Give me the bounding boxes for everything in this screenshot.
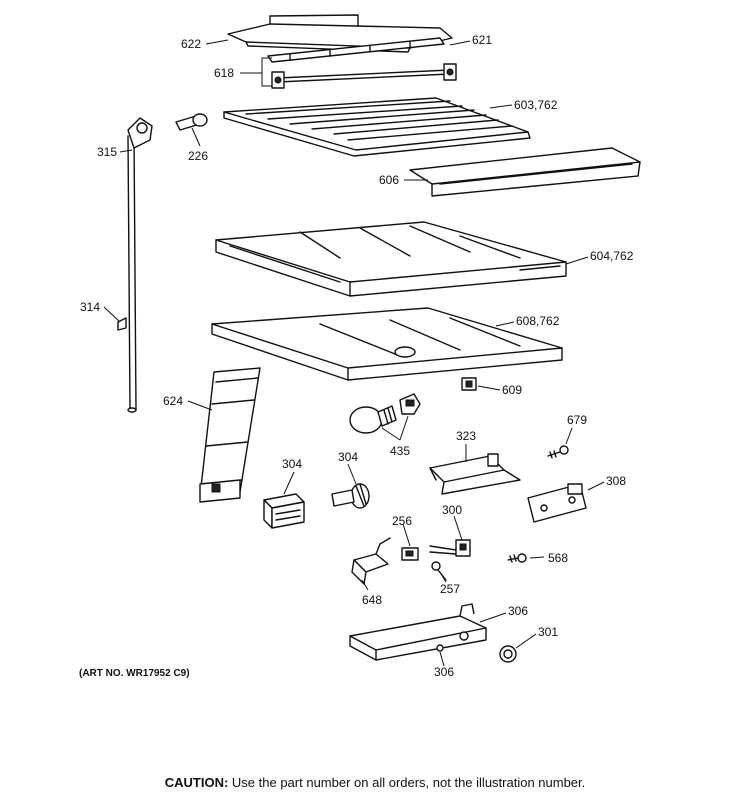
label-568: 568 xyxy=(548,551,568,565)
label-323: 323 xyxy=(456,429,476,443)
label-300: 300 xyxy=(442,503,462,517)
part-621-rail xyxy=(267,37,445,63)
label-621: 621 xyxy=(472,33,492,47)
part-606-cover xyxy=(409,147,641,197)
leader-lines xyxy=(103,39,605,667)
part-301-cap xyxy=(499,645,517,663)
part-618-rod xyxy=(271,63,457,89)
art-number: (ART NO. WR17952 C9) xyxy=(79,668,190,679)
part-308-plate xyxy=(527,483,587,523)
label-618: 618 xyxy=(214,66,234,80)
label-603-762: 603,762 xyxy=(514,98,558,112)
label-301: 301 xyxy=(538,625,558,639)
label-679: 679 xyxy=(567,413,587,427)
label-308: 308 xyxy=(606,474,626,488)
part-323-bracket xyxy=(429,453,521,495)
label-435: 435 xyxy=(390,444,410,458)
part-608-shelf xyxy=(211,307,563,381)
label-604-762: 604,762 xyxy=(590,249,634,263)
label-609: 609 xyxy=(502,383,522,397)
caution-note: CAUTION: Use the part number on all orde… xyxy=(0,775,750,790)
part-609-clip xyxy=(461,377,477,391)
part-300-switch xyxy=(429,539,471,557)
part-435-bulb xyxy=(349,405,397,434)
label-306-top: 306 xyxy=(508,604,528,618)
label-314: 314 xyxy=(80,300,100,314)
part-679-screw xyxy=(547,445,569,459)
part-257-screw xyxy=(431,561,447,581)
label-226: 226 xyxy=(188,149,208,163)
part-304-thermostat xyxy=(263,493,305,529)
part-306-housing xyxy=(349,603,487,661)
label-606: 606 xyxy=(379,173,399,187)
label-304-left: 304 xyxy=(282,457,302,471)
part-315-hinge xyxy=(127,117,153,149)
label-648: 648 xyxy=(362,593,382,607)
part-256-switch xyxy=(401,547,419,561)
label-256: 256 xyxy=(392,514,412,528)
part-304-knob xyxy=(331,483,370,509)
label-257: 257 xyxy=(440,582,460,596)
part-603-shelf xyxy=(223,97,531,157)
label-624: 624 xyxy=(163,394,183,408)
label-304-right: 304 xyxy=(338,450,358,464)
part-226-cap xyxy=(175,113,208,131)
caution-title: CAUTION: xyxy=(164,775,229,790)
part-435-socket xyxy=(399,393,421,415)
label-622: 622 xyxy=(181,37,201,51)
part-648-relay xyxy=(351,537,391,585)
label-306-bottom: 306 xyxy=(434,665,454,679)
label-315: 315 xyxy=(97,145,117,159)
label-608-762: 608,762 xyxy=(516,314,560,328)
part-624-panel xyxy=(199,367,261,503)
caution-text: Use the part number on all orders, not t… xyxy=(231,775,586,790)
part-604-shelf xyxy=(215,221,567,297)
part-314-rod xyxy=(117,135,137,413)
part-568-screw xyxy=(507,553,527,563)
